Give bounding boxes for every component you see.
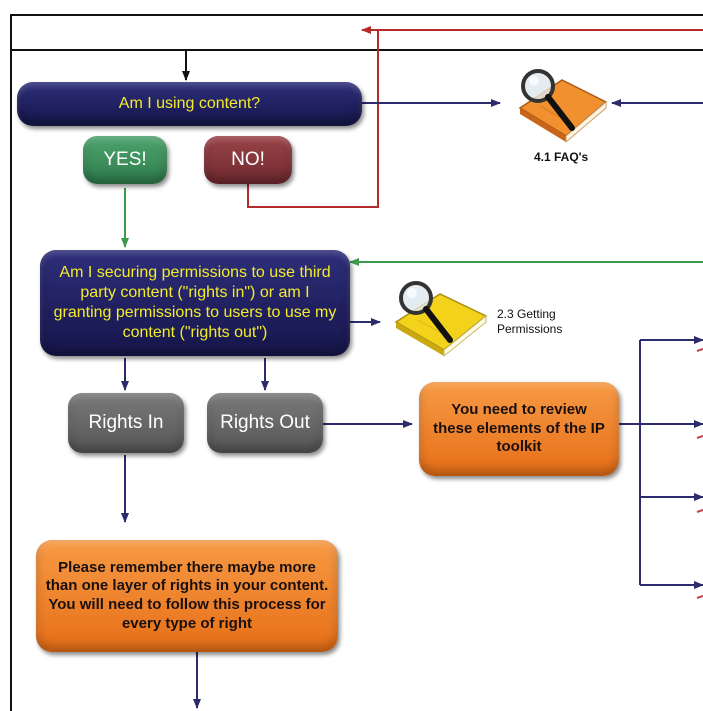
faq-label: 4.1 FAQ's	[534, 150, 589, 164]
faq-book-magnifier-icon[interactable]	[510, 66, 610, 146]
diagram-frame	[10, 14, 703, 711]
remember-layers-box: Please remember there maybe more than on…	[36, 540, 338, 652]
rights-out-button[interactable]: Rights Out	[207, 393, 323, 453]
permissions-label-line2: Permissions	[497, 322, 563, 336]
review-elements-box: You need to review these elements of the…	[419, 382, 619, 476]
no-label: NO!	[231, 149, 265, 171]
edge-mark-1	[696, 348, 703, 352]
yes-button[interactable]: YES!	[83, 136, 167, 184]
review-elements-text: You need to review these elements of the…	[433, 400, 605, 456]
securing-permissions-text: Am I securing permissions to use third p…	[53, 264, 337, 341]
permissions-book-magnifier-icon[interactable]	[386, 278, 490, 360]
permissions-label-line1: 2.3 Getting	[497, 307, 556, 321]
remember-layers-text: Please remember there maybe more than on…	[45, 558, 329, 632]
rights-in-button[interactable]: Rights In	[68, 393, 184, 453]
no-button[interactable]: NO!	[204, 136, 292, 184]
edge-mark-2	[696, 435, 703, 439]
edge-mark-4	[696, 595, 703, 599]
yes-label: YES!	[103, 149, 147, 171]
using-content-question: Am I using content?	[17, 82, 362, 126]
rights-out-label: Rights Out	[220, 412, 310, 434]
securing-permissions-question: Am I securing permissions to use third p…	[40, 250, 350, 356]
using-content-text: Am I using content?	[118, 95, 261, 112]
edge-mark-3	[696, 509, 703, 513]
permissions-label: 2.3 Getting Permissions	[497, 307, 562, 337]
rights-in-label: Rights In	[88, 412, 164, 434]
